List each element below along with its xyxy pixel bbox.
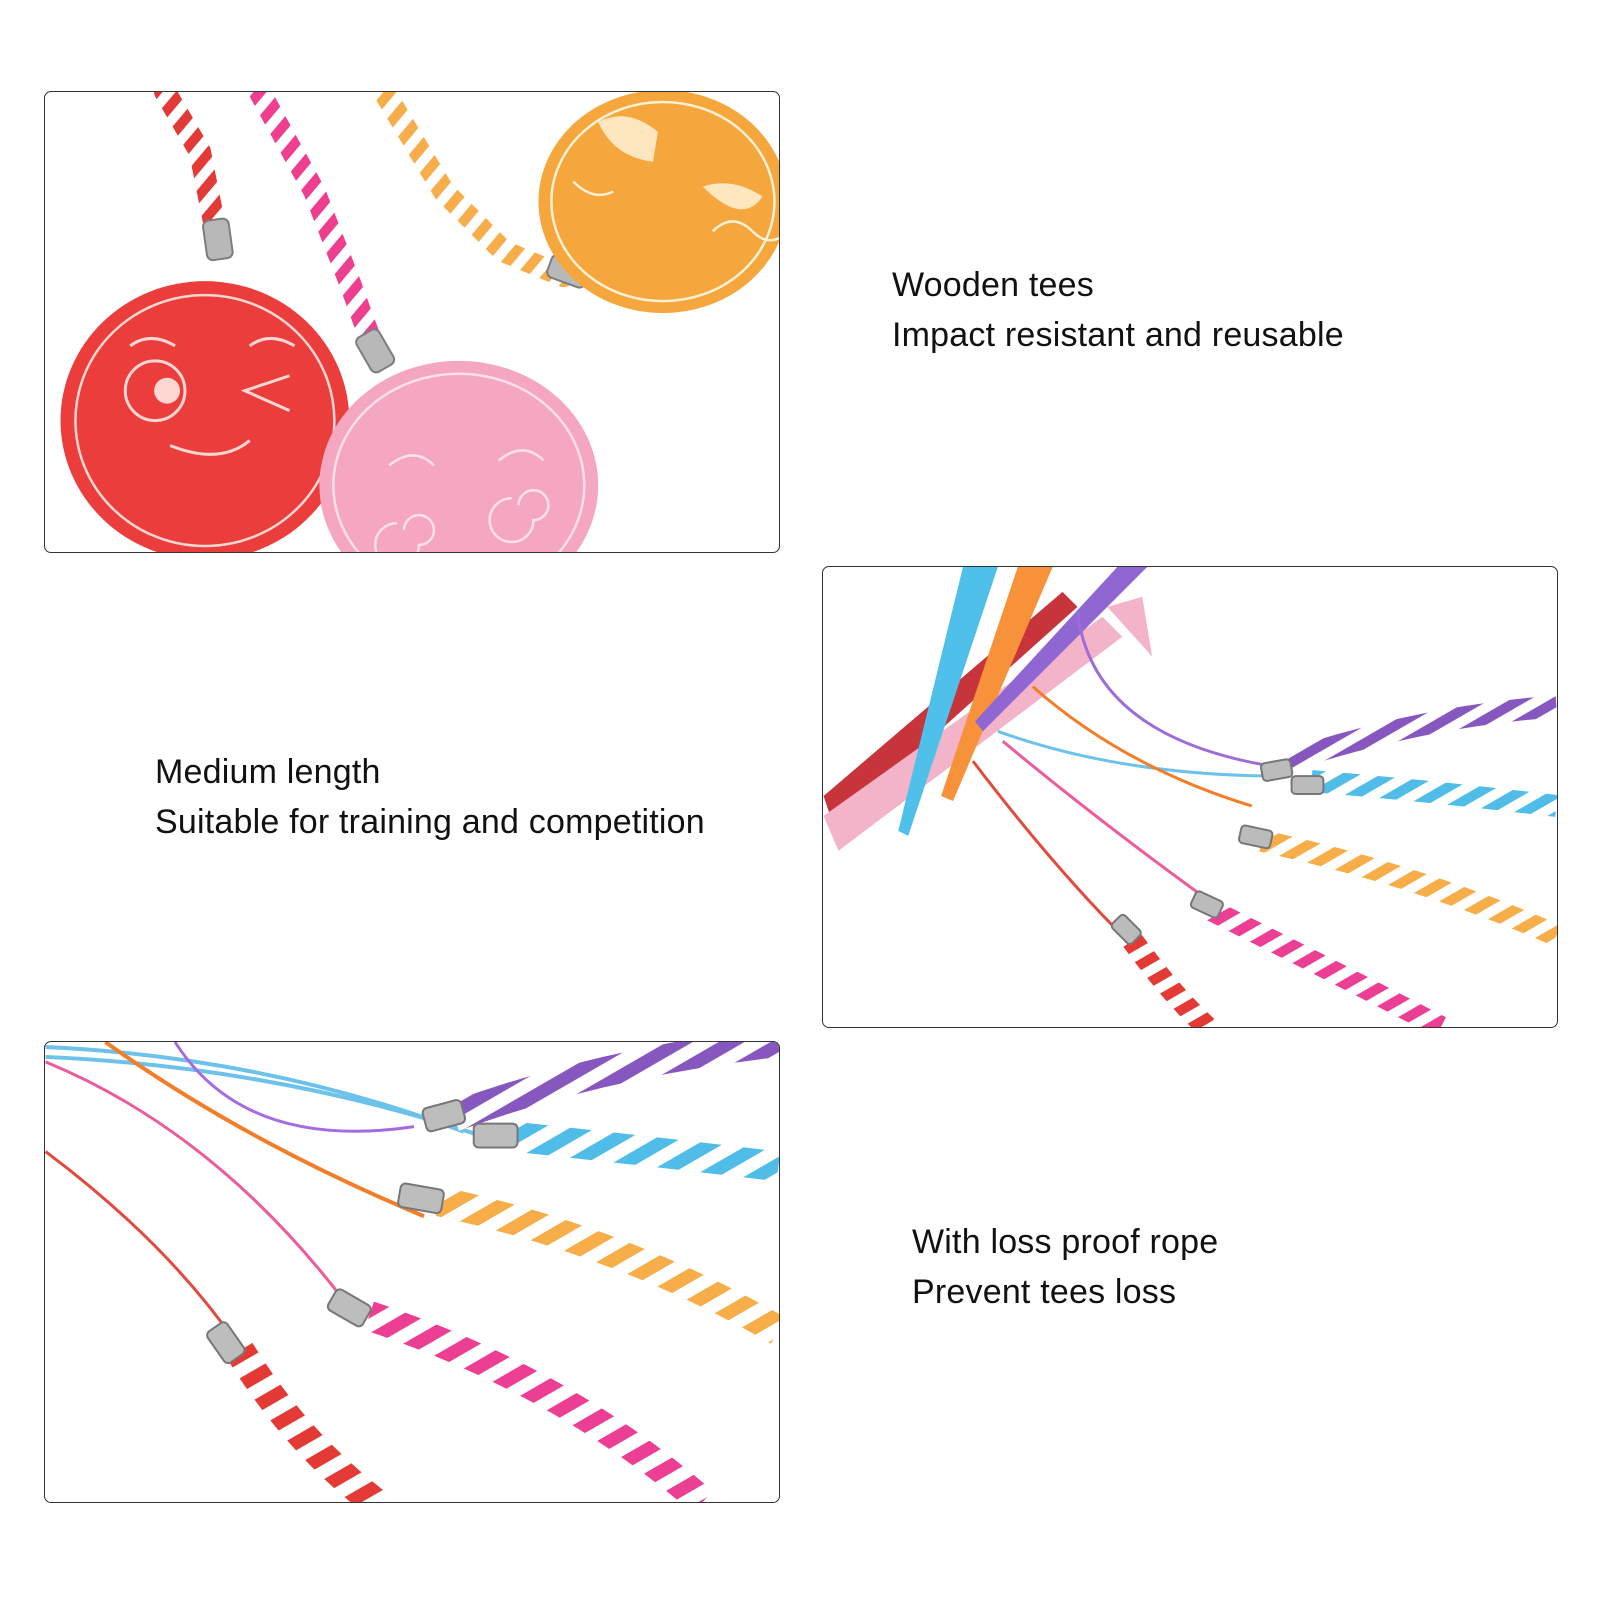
image-smiley-tags	[44, 91, 780, 553]
orange-rope	[435, 1186, 779, 1344]
image-tees-with-ropes	[822, 566, 1558, 1028]
orange-smiley-tag	[538, 92, 779, 314]
purple-rope	[448, 1042, 779, 1131]
metal-clasp	[202, 217, 234, 262]
feature-description: Prevent tees loss	[912, 1273, 1177, 1311]
feature-caption-medium-length: Medium length Suitable for training and …	[155, 747, 705, 847]
feature-caption-loss-proof-rope: With loss proof rope Prevent tees loss	[912, 1217, 1218, 1317]
red-rope	[1123, 933, 1215, 1027]
red-smiley-tag	[60, 281, 350, 552]
purple-tee	[974, 567, 1148, 732]
orange-rope	[1259, 830, 1557, 946]
purple-rope	[1283, 695, 1557, 772]
red-rope	[227, 1342, 384, 1502]
blue-rope	[511, 1121, 779, 1182]
feature-title: With loss proof rope	[912, 1223, 1219, 1261]
feature-description: Impact resistant and reusable	[892, 316, 1344, 354]
pink-rope	[248, 92, 381, 347]
pink-rope	[364, 1301, 713, 1502]
pink-rope	[1207, 900, 1446, 1027]
red-rope	[154, 92, 226, 238]
orange-rope	[373, 92, 575, 288]
orange-tee	[941, 567, 1053, 801]
feature-title: Wooden tees	[892, 266, 1094, 304]
feature-title: Medium length	[155, 753, 381, 791]
metal-clasp	[355, 328, 396, 374]
pink-tee-head	[1107, 596, 1153, 657]
blue-rope	[1310, 770, 1557, 817]
image-rope-closeup	[44, 1041, 780, 1503]
blue-tee	[898, 567, 998, 836]
pink-smiley-tag	[319, 360, 599, 552]
feature-caption-wooden-tees: Wooden tees Impact resistant and reusabl…	[892, 260, 1344, 360]
feature-description: Suitable for training and competition	[155, 803, 705, 841]
